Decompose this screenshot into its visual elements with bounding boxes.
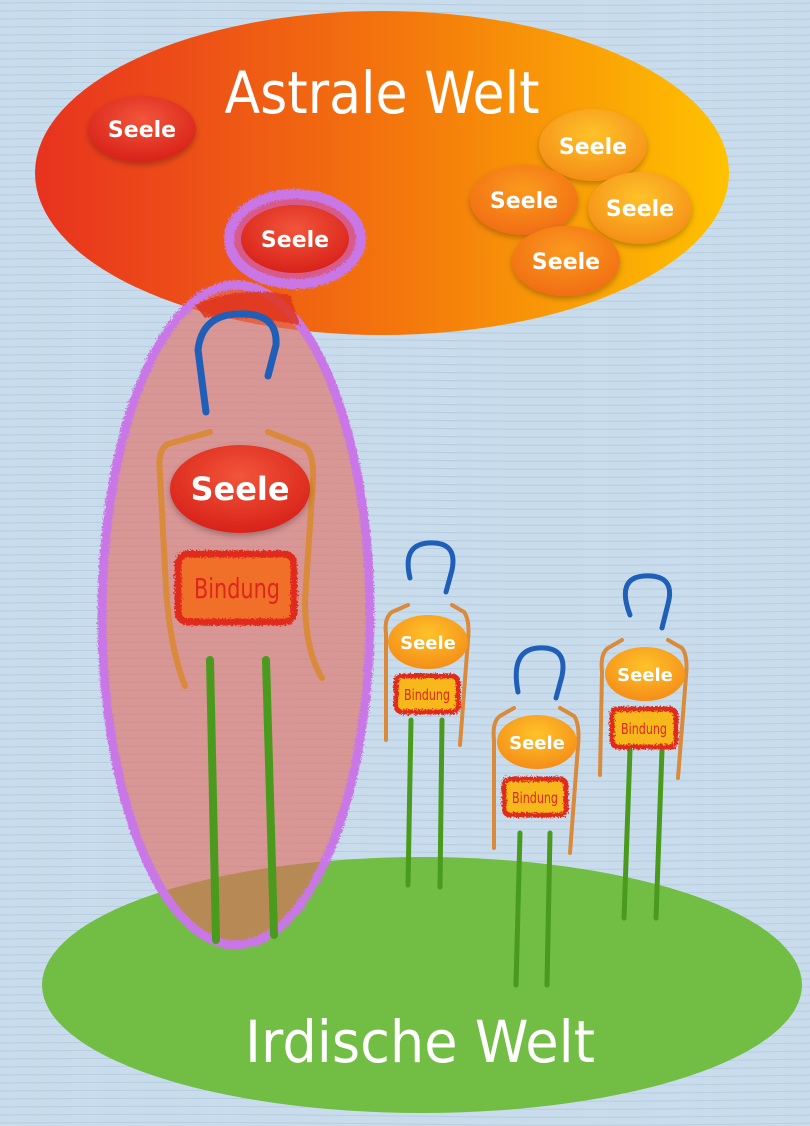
soul-bubble: Seele: [170, 445, 310, 533]
soul-bubble: Seele: [470, 165, 578, 235]
svg-text:Bindung: Bindung: [621, 720, 667, 738]
soul-bubble: Seele: [497, 715, 577, 769]
svg-text:Bindung: Bindung: [194, 572, 280, 605]
bond-box: Bindung: [612, 709, 676, 747]
astral-world-title: Astrale Welt: [225, 59, 540, 127]
svg-text:Seele: Seele: [261, 228, 329, 253]
svg-text:Seele: Seele: [617, 665, 673, 686]
svg-text:Bindung: Bindung: [404, 686, 450, 704]
soul-bubble: Seele: [539, 109, 647, 181]
soul-bubble: Seele: [88, 96, 196, 162]
soul-bubble: Seele: [512, 226, 620, 296]
soul-bubble: Seele: [388, 615, 468, 669]
figure-leg: [547, 833, 550, 985]
bond-box: Bindung: [178, 554, 294, 622]
bond-box: Bindung: [396, 676, 458, 712]
bond-box: Bindung: [504, 779, 566, 815]
svg-text:Seele: Seele: [490, 189, 558, 214]
svg-text:Seele: Seele: [400, 633, 456, 654]
svg-text:Seele: Seele: [509, 733, 565, 754]
svg-text:Seele: Seele: [190, 470, 289, 508]
svg-text:Seele: Seele: [559, 135, 627, 160]
svg-text:Seele: Seele: [108, 118, 176, 143]
svg-text:Seele: Seele: [606, 197, 674, 222]
figure-leg: [408, 720, 411, 885]
svg-text:Seele: Seele: [532, 250, 600, 275]
earth-world-title: Irdische Welt: [245, 1008, 595, 1076]
svg-text:Bindung: Bindung: [512, 789, 558, 807]
figure-leg: [440, 720, 442, 887]
descending-soul: Seele: [229, 194, 361, 284]
soul-bubble: Seele: [605, 647, 685, 701]
soul-bubble: Seele: [588, 172, 692, 244]
